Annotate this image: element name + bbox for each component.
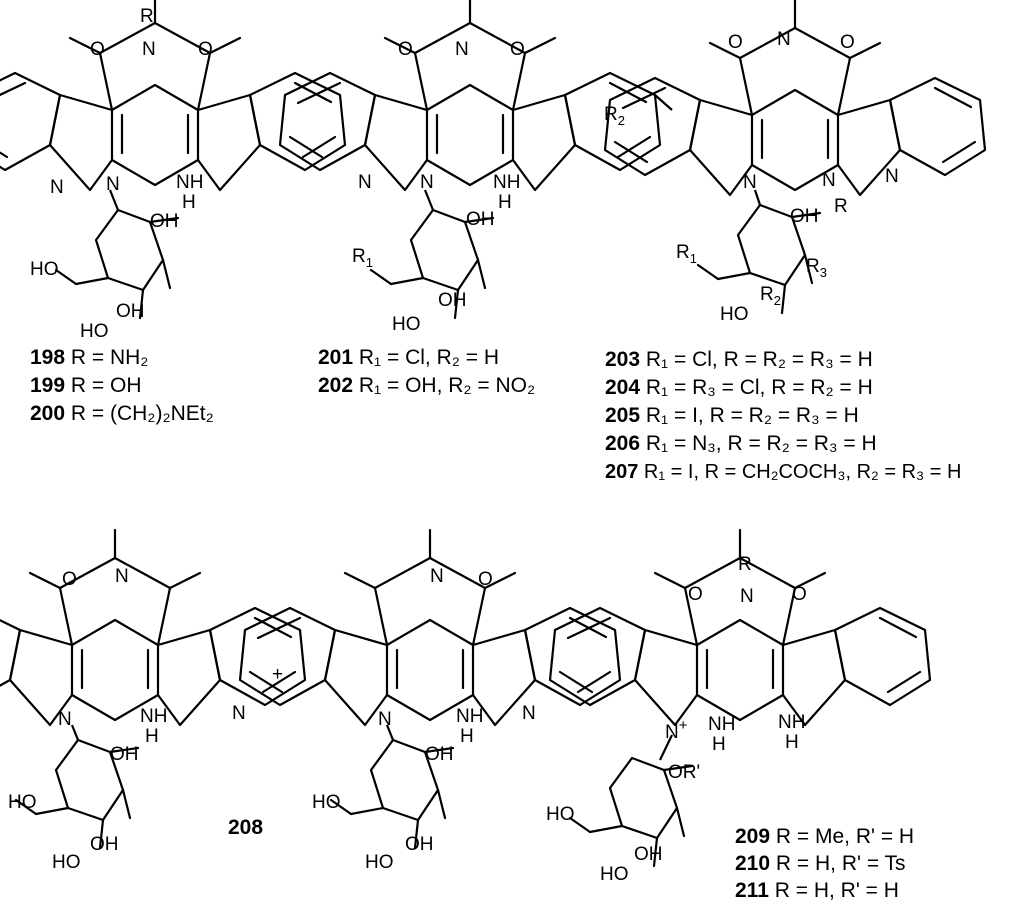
atom-ho: HO xyxy=(546,804,575,825)
atom-nh: NH xyxy=(493,172,520,193)
atom-n: N xyxy=(232,703,246,724)
atom-nh: NH xyxy=(456,706,483,727)
atom-h: H xyxy=(182,192,196,213)
atom-n: N xyxy=(115,566,129,587)
atom-oh: OH xyxy=(150,211,179,232)
label-199: 199 R = OH xyxy=(30,374,142,397)
atom-oh: OH xyxy=(110,744,139,765)
atom-r1: R1 xyxy=(676,242,697,266)
atom-n: N xyxy=(522,703,536,724)
atom-ho: HO xyxy=(720,304,749,325)
atom-h: H xyxy=(460,726,474,747)
label-207: 207 R₁ = I, R = CH₂COCH₃, R₂ = R₃ = H xyxy=(605,461,962,483)
atom-h: H xyxy=(145,726,159,747)
atom-n: N xyxy=(885,166,899,187)
structure-203-207: N O O N N N R OH R1 R3 R2 HO xyxy=(603,0,987,325)
atom-o: O xyxy=(62,569,77,590)
structure-208-b: N O N NH H N OH HO OH HO xyxy=(238,528,622,873)
atom-o: O xyxy=(510,39,525,60)
atom-oh: OH xyxy=(116,301,145,322)
atom-oh: OH xyxy=(634,844,663,865)
atom-ho: HO xyxy=(8,792,37,813)
atom-ho: HO xyxy=(365,852,394,873)
atom-r1: R1 xyxy=(352,246,373,270)
atom-o: O xyxy=(840,32,855,53)
atom-oh: OH xyxy=(466,209,495,230)
atom-o: O xyxy=(792,584,807,605)
label-208: 208 xyxy=(228,816,264,839)
structure-201-202: N O O N N NH H R2 OH R1 OH HO xyxy=(278,0,673,335)
label-203: 203 R₁ = Cl, R = R₂ = R₃ = H xyxy=(605,348,873,371)
atom-r2: R2 xyxy=(760,284,781,308)
label-200: 200 R = (CH₂)₂NEt₂ xyxy=(30,402,214,425)
label-205: 205 R₁ = I, R = R₂ = R₃ = H xyxy=(605,404,859,427)
atom-nh: NH xyxy=(778,712,805,733)
atom-ho: HO xyxy=(600,864,629,885)
atom-h: H xyxy=(785,732,799,753)
atom-oh: OH xyxy=(90,834,119,855)
plus-sign: + xyxy=(272,664,283,685)
atom-n: N xyxy=(106,174,120,195)
atom-oh: OH xyxy=(438,290,467,311)
atom-h: H xyxy=(498,192,512,213)
label-201: 201 R₁ = Cl, R₂ = H xyxy=(318,346,499,369)
label-210: 210 R = H, R' = Ts xyxy=(735,852,906,875)
atom-n-plus: N+ xyxy=(665,717,688,743)
atom-r: R xyxy=(140,6,154,27)
atom-nh: NH xyxy=(140,706,167,727)
structure-208-a: N O N NH H N OH HO OH HO xyxy=(0,528,307,873)
atom-o: O xyxy=(198,39,213,60)
structure-198-200: R N O O N N NH H OH HO OH HO xyxy=(0,0,347,342)
atom-n: N xyxy=(358,172,372,193)
label-206: 206 R₁ = N₃, R = R₂ = R₃ = H xyxy=(605,432,877,455)
label-209: 209 R = Me, R' = H xyxy=(735,825,915,848)
atom-ho: HO xyxy=(52,852,81,873)
atom-n: N xyxy=(378,709,392,730)
atom-n: N xyxy=(777,29,791,50)
atom-n: N xyxy=(743,172,757,193)
atom-r3: R3 xyxy=(806,256,827,280)
atom-o: O xyxy=(398,39,413,60)
label-202: 202 R₁ = OH, R₂ = NO₂ xyxy=(318,374,536,397)
label-198: 198 R = NH₂ xyxy=(30,346,149,369)
structure-209-211: R N O O N+ NH H NH H OR' HO OH HO xyxy=(546,528,932,885)
atom-oh: OH xyxy=(790,206,819,227)
atom-nh: NH xyxy=(708,714,735,735)
atom-r: R xyxy=(834,196,848,217)
label-211: 211 R = H, R' = H xyxy=(735,879,899,902)
atom-o: O xyxy=(90,39,105,60)
atom-n: N xyxy=(430,566,444,587)
label-204: 204 R₁ = R₃ = Cl, R = R₂ = H xyxy=(605,376,873,399)
atom-n: N xyxy=(142,39,156,60)
atom-ho: HO xyxy=(80,321,109,342)
atom-n: N xyxy=(50,177,64,198)
atom-oh: OH xyxy=(405,834,434,855)
atom-ho: HO xyxy=(392,314,421,335)
atom-ho: HO xyxy=(30,259,59,280)
atom-n: N xyxy=(740,586,754,607)
atom-n: N xyxy=(822,170,836,191)
atom-ho: HO xyxy=(312,792,341,813)
atom-n: N xyxy=(455,39,469,60)
atom-n: N xyxy=(420,172,434,193)
atom-h: H xyxy=(712,734,726,755)
atom-o: O xyxy=(478,569,493,590)
atom-n: N xyxy=(58,709,72,730)
atom-oh: OH xyxy=(425,744,454,765)
atom-nh: NH xyxy=(176,172,203,193)
atom-o: O xyxy=(728,32,743,53)
atom-or-prime: OR' xyxy=(668,762,700,783)
atom-r: R xyxy=(738,554,752,575)
atom-o: O xyxy=(688,584,703,605)
